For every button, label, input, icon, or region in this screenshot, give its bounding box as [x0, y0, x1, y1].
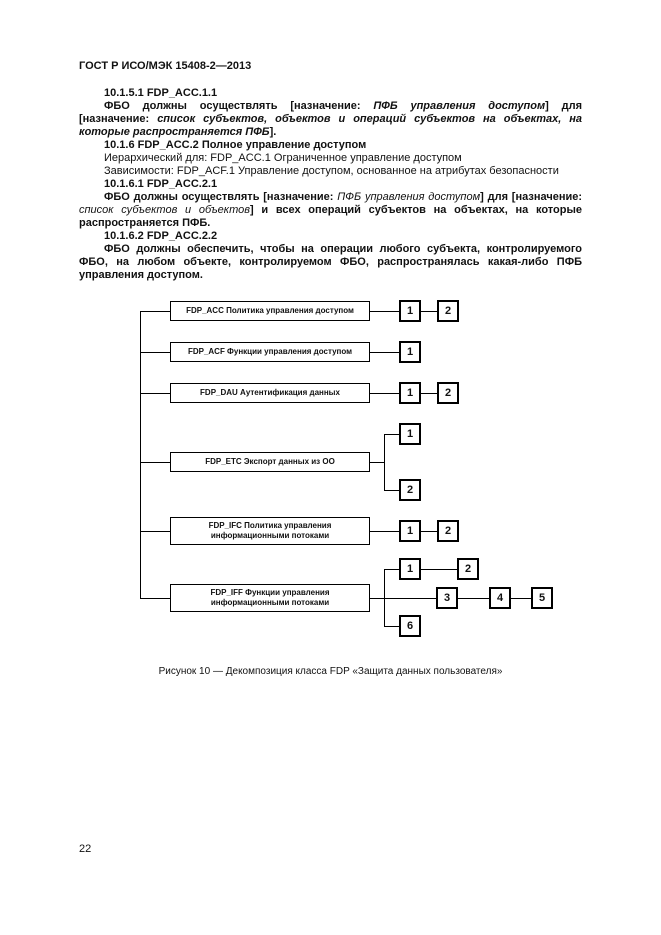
component-box: 1: [399, 300, 421, 322]
section-heading-10-1-6-1: 10.1.6.1 FDP_ACC.2.1: [104, 178, 218, 190]
connector-line: [370, 531, 399, 532]
component-box: 1: [399, 382, 421, 404]
connector-line: [384, 490, 399, 491]
connector-line: [511, 598, 531, 599]
assignment-text: список субъектов, объектов и операций су…: [79, 113, 583, 138]
text-run: ] для [назначение:: [480, 191, 583, 203]
connector-line: [421, 569, 457, 570]
hierarchical-line: Иерархический для: FDP_ACC.1 Ограниченно…: [104, 152, 462, 164]
connector-line: [140, 352, 170, 353]
connector-line: [140, 462, 170, 463]
connector-line: [421, 311, 437, 312]
branch-line: [384, 434, 385, 491]
document-content: ГОСТ Р ИСО/МЭК 15408-2—2013 10.1.5.1 FDP…: [79, 60, 582, 678]
connector-line: [421, 393, 437, 394]
page-number: 22: [79, 843, 92, 855]
connector-line: [140, 531, 170, 532]
connector-line: [421, 531, 437, 532]
assignment-text: ПФБ управления доступом: [373, 100, 546, 112]
trunk-line: [140, 311, 141, 599]
document-header: ГОСТ Р ИСО/МЭК 15408-2—2013: [79, 60, 252, 72]
paragraph-fdp-acc-2-2: ФБО должны обеспечить, чтобы на операции…: [79, 243, 582, 281]
connector-line: [458, 598, 489, 599]
component-box: 1: [399, 520, 421, 542]
connector-line: [140, 393, 170, 394]
family-box-fdp-acf: FDP_ACF Функции управления доступом: [170, 342, 370, 362]
connector-line: [140, 598, 170, 599]
text-run: ].: [269, 126, 277, 138]
paragraph-fdp-acc-2-1: ФБО должны осуществлять [назначение: ПФБ…: [79, 191, 582, 230]
text-run: ] и всех операций субъектов на объектах,…: [79, 204, 583, 229]
component-box: 2: [437, 382, 459, 404]
connector-line: [140, 311, 170, 312]
section-heading-10-1-6-2: 10.1.6.2 FDP_ACC.2.2: [104, 230, 218, 242]
component-box: 4: [489, 587, 511, 609]
text-run: ] для [назначение:: [79, 100, 583, 125]
component-box: 6: [399, 615, 421, 637]
family-box-fdp-dau: FDP_DAU Аутентификация данных: [170, 383, 370, 403]
component-box: 2: [437, 520, 459, 542]
text-run: ФБО должны осуществлять [назначение:: [104, 100, 374, 112]
figure-caption: Рисунок 10 — Декомпозиция класса FDP «За…: [158, 666, 503, 677]
connector-line: [370, 462, 385, 463]
component-box: 1: [399, 341, 421, 363]
component-box: 1: [399, 423, 421, 445]
section-heading-10-1-5-1: 10.1.5.1 FDP_ACC.1.1: [104, 87, 218, 99]
text-run: ФБО должны осуществлять [назначение:: [104, 191, 338, 203]
component-box: 3: [436, 587, 458, 609]
family-box-fdp-acc: FDP_ACC Политика управления доступом: [170, 301, 370, 321]
family-box-fdp-iff: FDP_IFF Функции управления информационны…: [170, 584, 370, 612]
component-box: 1: [399, 558, 421, 580]
connector-line: [384, 569, 399, 570]
component-box: 5: [531, 587, 553, 609]
dependencies-line: Зависимости: FDP_ACF.1 Управление доступ…: [104, 165, 559, 177]
assignment-text: список субъектов и объектов: [79, 204, 250, 216]
component-box: 2: [437, 300, 459, 322]
family-box-fdp-ifc: FDP_IFC Политика управления информационн…: [170, 517, 370, 545]
connector-line: [384, 598, 436, 599]
connector-line: [370, 352, 399, 353]
connector-line: [370, 311, 399, 312]
assignment-text: ПФБ управления доступом: [337, 191, 481, 203]
component-box: 2: [399, 479, 421, 501]
paragraph-fdp-acc-1-1: ФБО должны осуществлять [назначение: ПФБ…: [79, 100, 582, 139]
section-heading-10-1-6: 10.1.6 FDP_ACC.2 Полное управление досту…: [104, 139, 367, 151]
connector-line: [384, 626, 399, 627]
fdp-decomposition-diagram: FDP_ACC Политика управления доступом 1 2…: [79, 300, 582, 640]
connector-line: [370, 598, 385, 599]
connector-line: [384, 434, 399, 435]
family-box-fdp-etc: FDP_ETC Экспорт данных из ОО: [170, 452, 370, 472]
component-box: 2: [457, 558, 479, 580]
connector-line: [370, 393, 399, 394]
